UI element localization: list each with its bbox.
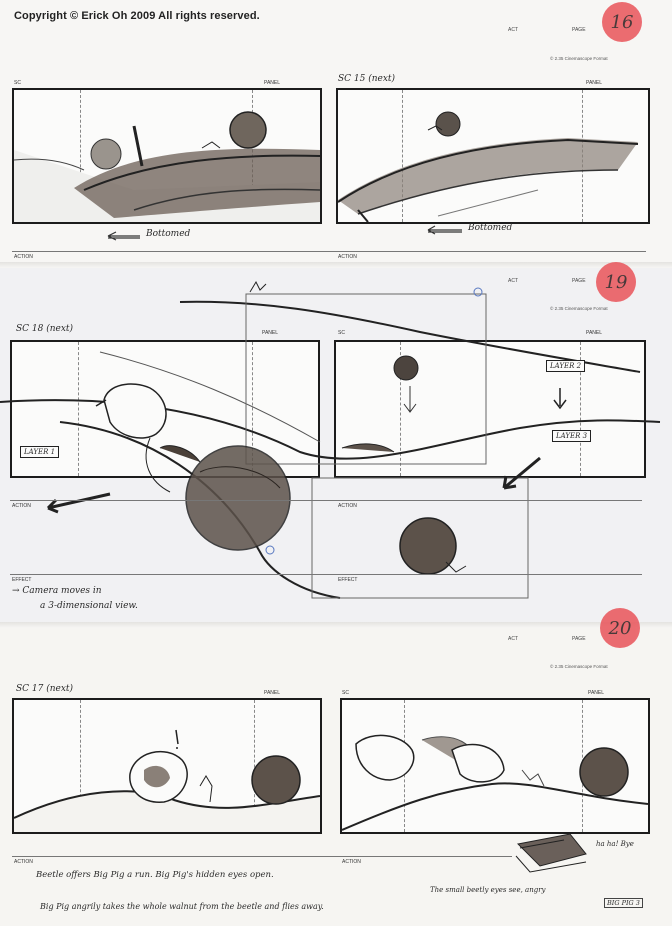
page-label: PAGE [572, 278, 586, 284]
storyboard-panel [336, 88, 650, 224]
panel-label: PANEL [588, 690, 605, 696]
camera-note: a 3-dimensional view. [40, 601, 138, 611]
copyright-notice: Copyright © Erick Oh 2009 All rights res… [14, 10, 260, 22]
page-label: PAGE [572, 636, 586, 642]
action-label: ACTION [342, 859, 361, 865]
scene-label: SC [342, 690, 349, 696]
sheet-edge [0, 622, 672, 628]
side-note: ha ha! Bye [596, 840, 634, 848]
panel-drawing [14, 111, 320, 222]
storyboard-panel [12, 698, 322, 834]
action-line [12, 856, 512, 857]
scene-label: SC [14, 80, 21, 86]
storyboard-sheet-2: ACT PAGE 19 © 2.35 Cinemascope Format SC… [0, 262, 672, 622]
page-number-badge: 16 [602, 2, 642, 42]
action-label: ACTION [14, 859, 33, 865]
safe-area-guide [80, 700, 81, 832]
format-note: © 2.35 Cinemascope Format [550, 56, 608, 61]
safe-area-guide [254, 700, 255, 832]
action-label: ACTION [14, 254, 33, 260]
action-description: Beetle offers Big Pig a run. Big Pig's h… [36, 870, 274, 880]
layer-tag: LAYER 1 [20, 446, 60, 458]
panel-label: PANEL [262, 330, 279, 336]
sheet-edge [0, 262, 672, 268]
action-label: ACTION [338, 254, 357, 260]
action-line [12, 251, 646, 252]
corner-note: BIG PIG 3 [604, 898, 643, 908]
panel-drawing [14, 729, 320, 832]
effect-line [10, 574, 642, 575]
storyboard-panel [340, 698, 650, 834]
camera-note: → Camera moves in [12, 586, 102, 596]
page-label: PAGE [572, 27, 586, 33]
page-number-badge: 19 [596, 262, 636, 302]
page-number-badge: 20 [600, 608, 640, 648]
act-label: ACT [508, 27, 518, 33]
panel-drawing [342, 734, 648, 831]
panel-label: PANEL [264, 690, 281, 696]
layer-tag: LAYER 2 [546, 360, 586, 372]
safe-area-guide [252, 342, 253, 476]
safe-area-guide [400, 342, 401, 476]
safe-area-guide [78, 342, 79, 476]
panel-label: PANEL [586, 80, 603, 86]
scene-label: SC 15 (next) [338, 74, 396, 84]
scene-label: SC 18 (next) [16, 324, 74, 334]
safe-area-guide [80, 90, 81, 222]
panel-drawing [338, 111, 639, 222]
effect-label: EFFECT [12, 577, 32, 583]
format-note: © 2.35 Cinemascope Format [550, 664, 608, 669]
safe-area-guide [580, 342, 581, 476]
panel-label: PANEL [264, 80, 281, 86]
action-label: ACTION [338, 503, 357, 509]
act-label: ACT [508, 278, 518, 284]
scene-label: SC 17 (next) [16, 684, 74, 694]
action-description: Big Pig angrily takes the whole walnut f… [40, 902, 324, 911]
action-label: ACTION [12, 503, 31, 509]
action-description: The small beetly eyes see, angry [430, 886, 546, 894]
panel-label: PANEL [586, 330, 603, 336]
format-note: © 2.35 Cinemascope Format [550, 306, 608, 311]
action-line [10, 500, 642, 501]
camera-move-drawing [0, 280, 661, 599]
safe-area-guide [402, 90, 403, 222]
arrow-note: Bottomed [468, 223, 513, 233]
act-label: ACT [508, 636, 518, 642]
effect-label: EFFECT [338, 577, 358, 583]
storyboard-sheet-1: Copyright © Erick Oh 2009 All rights res… [0, 0, 672, 262]
arrow-note: Bottomed [146, 229, 191, 239]
scene-label: SC [338, 330, 345, 336]
storyboard-panel [12, 88, 322, 224]
storyboard-sheet-3: ACT PAGE 20 © 2.35 Cinemascope Format SC… [0, 608, 672, 926]
layer-tag: LAYER 3 [552, 430, 592, 442]
